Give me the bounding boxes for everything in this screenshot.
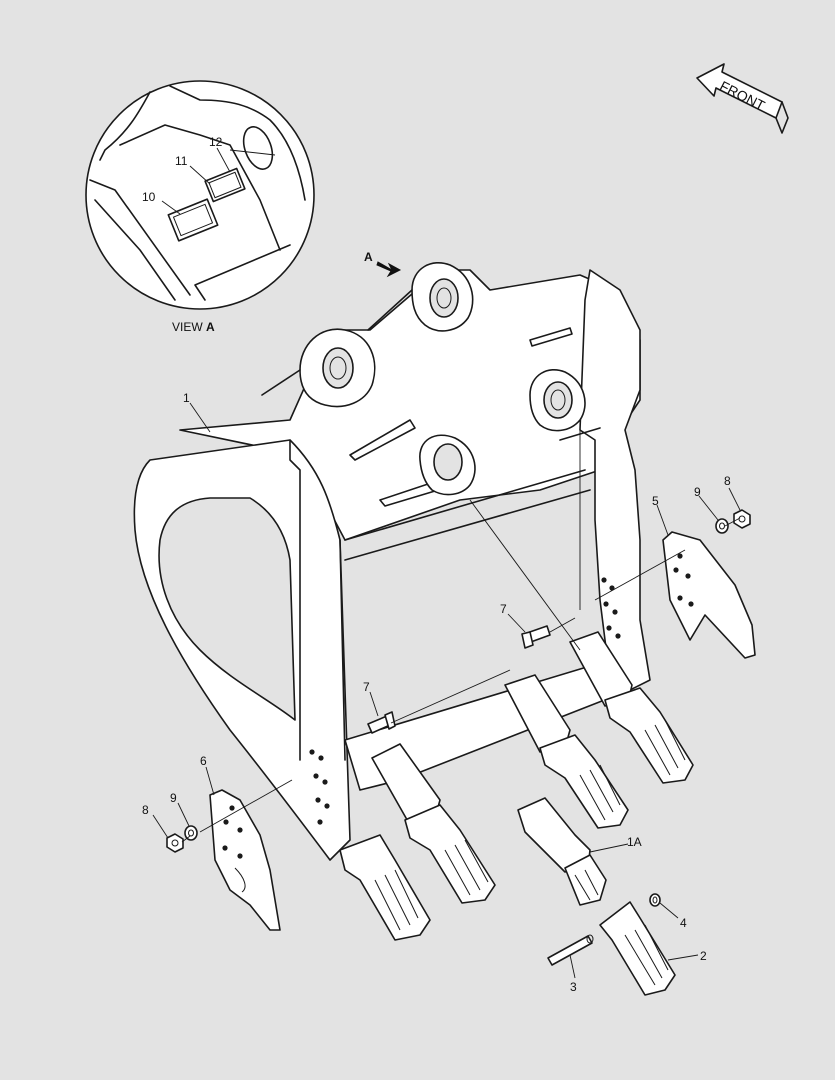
callout-2: 2 — [700, 949, 707, 963]
tooth-assemblies — [339, 631, 694, 996]
callout-9-left: 9 — [170, 791, 177, 805]
svg-text:A: A — [364, 250, 373, 264]
callout-8-right: 8 — [724, 474, 731, 488]
callout-7-right: 7 — [500, 602, 507, 616]
tooth-1 — [339, 834, 431, 941]
tooth-4 — [569, 631, 694, 784]
side-bolt-holes — [309, 577, 621, 825]
side-cutter-left — [209, 789, 281, 931]
bolt-7-right — [521, 625, 551, 649]
side-cutter-right — [662, 531, 756, 659]
bolt-7-left — [367, 711, 396, 734]
front-arrow: FRONT — [696, 63, 789, 134]
callout-3: 3 — [570, 980, 577, 994]
callout-9-right: 9 — [694, 485, 701, 499]
bucket-body — [133, 269, 651, 861]
tooth-point-2 — [599, 901, 676, 996]
lock-4 — [649, 893, 661, 907]
callout-labels: 1 1A 2 3 4 5 6 7 7 8 8 9 9 — [142, 391, 731, 994]
view-a-caption: VIEW A — [172, 320, 215, 334]
callout-8-left: 8 — [142, 803, 149, 817]
washer-9-right — [715, 518, 729, 534]
leader-lines — [152, 402, 741, 979]
view-arrow-a: A — [364, 250, 402, 278]
tooth-3 — [504, 674, 629, 829]
tooth-2 — [371, 743, 496, 904]
callout-5: 5 — [652, 494, 659, 508]
callout-12: 12 — [209, 135, 223, 149]
alignment-lines — [181, 430, 741, 843]
callout-6: 6 — [200, 754, 207, 768]
nut-8-left — [166, 833, 184, 853]
callout-11: 11 — [175, 154, 188, 168]
callout-10: 10 — [142, 190, 156, 204]
pin-3 — [547, 934, 594, 966]
washer-9-left — [184, 825, 198, 841]
nut-8-right — [733, 509, 751, 529]
view-a-detail: 10 11 12 VIEW A — [85, 80, 315, 334]
callout-1: 1 — [183, 391, 190, 405]
adapter-1A — [517, 797, 607, 906]
callout-7-left: 7 — [363, 680, 370, 694]
callout-1A: 1A — [627, 835, 642, 849]
bucket-bosses — [261, 262, 586, 496]
callout-4: 4 — [680, 916, 687, 930]
